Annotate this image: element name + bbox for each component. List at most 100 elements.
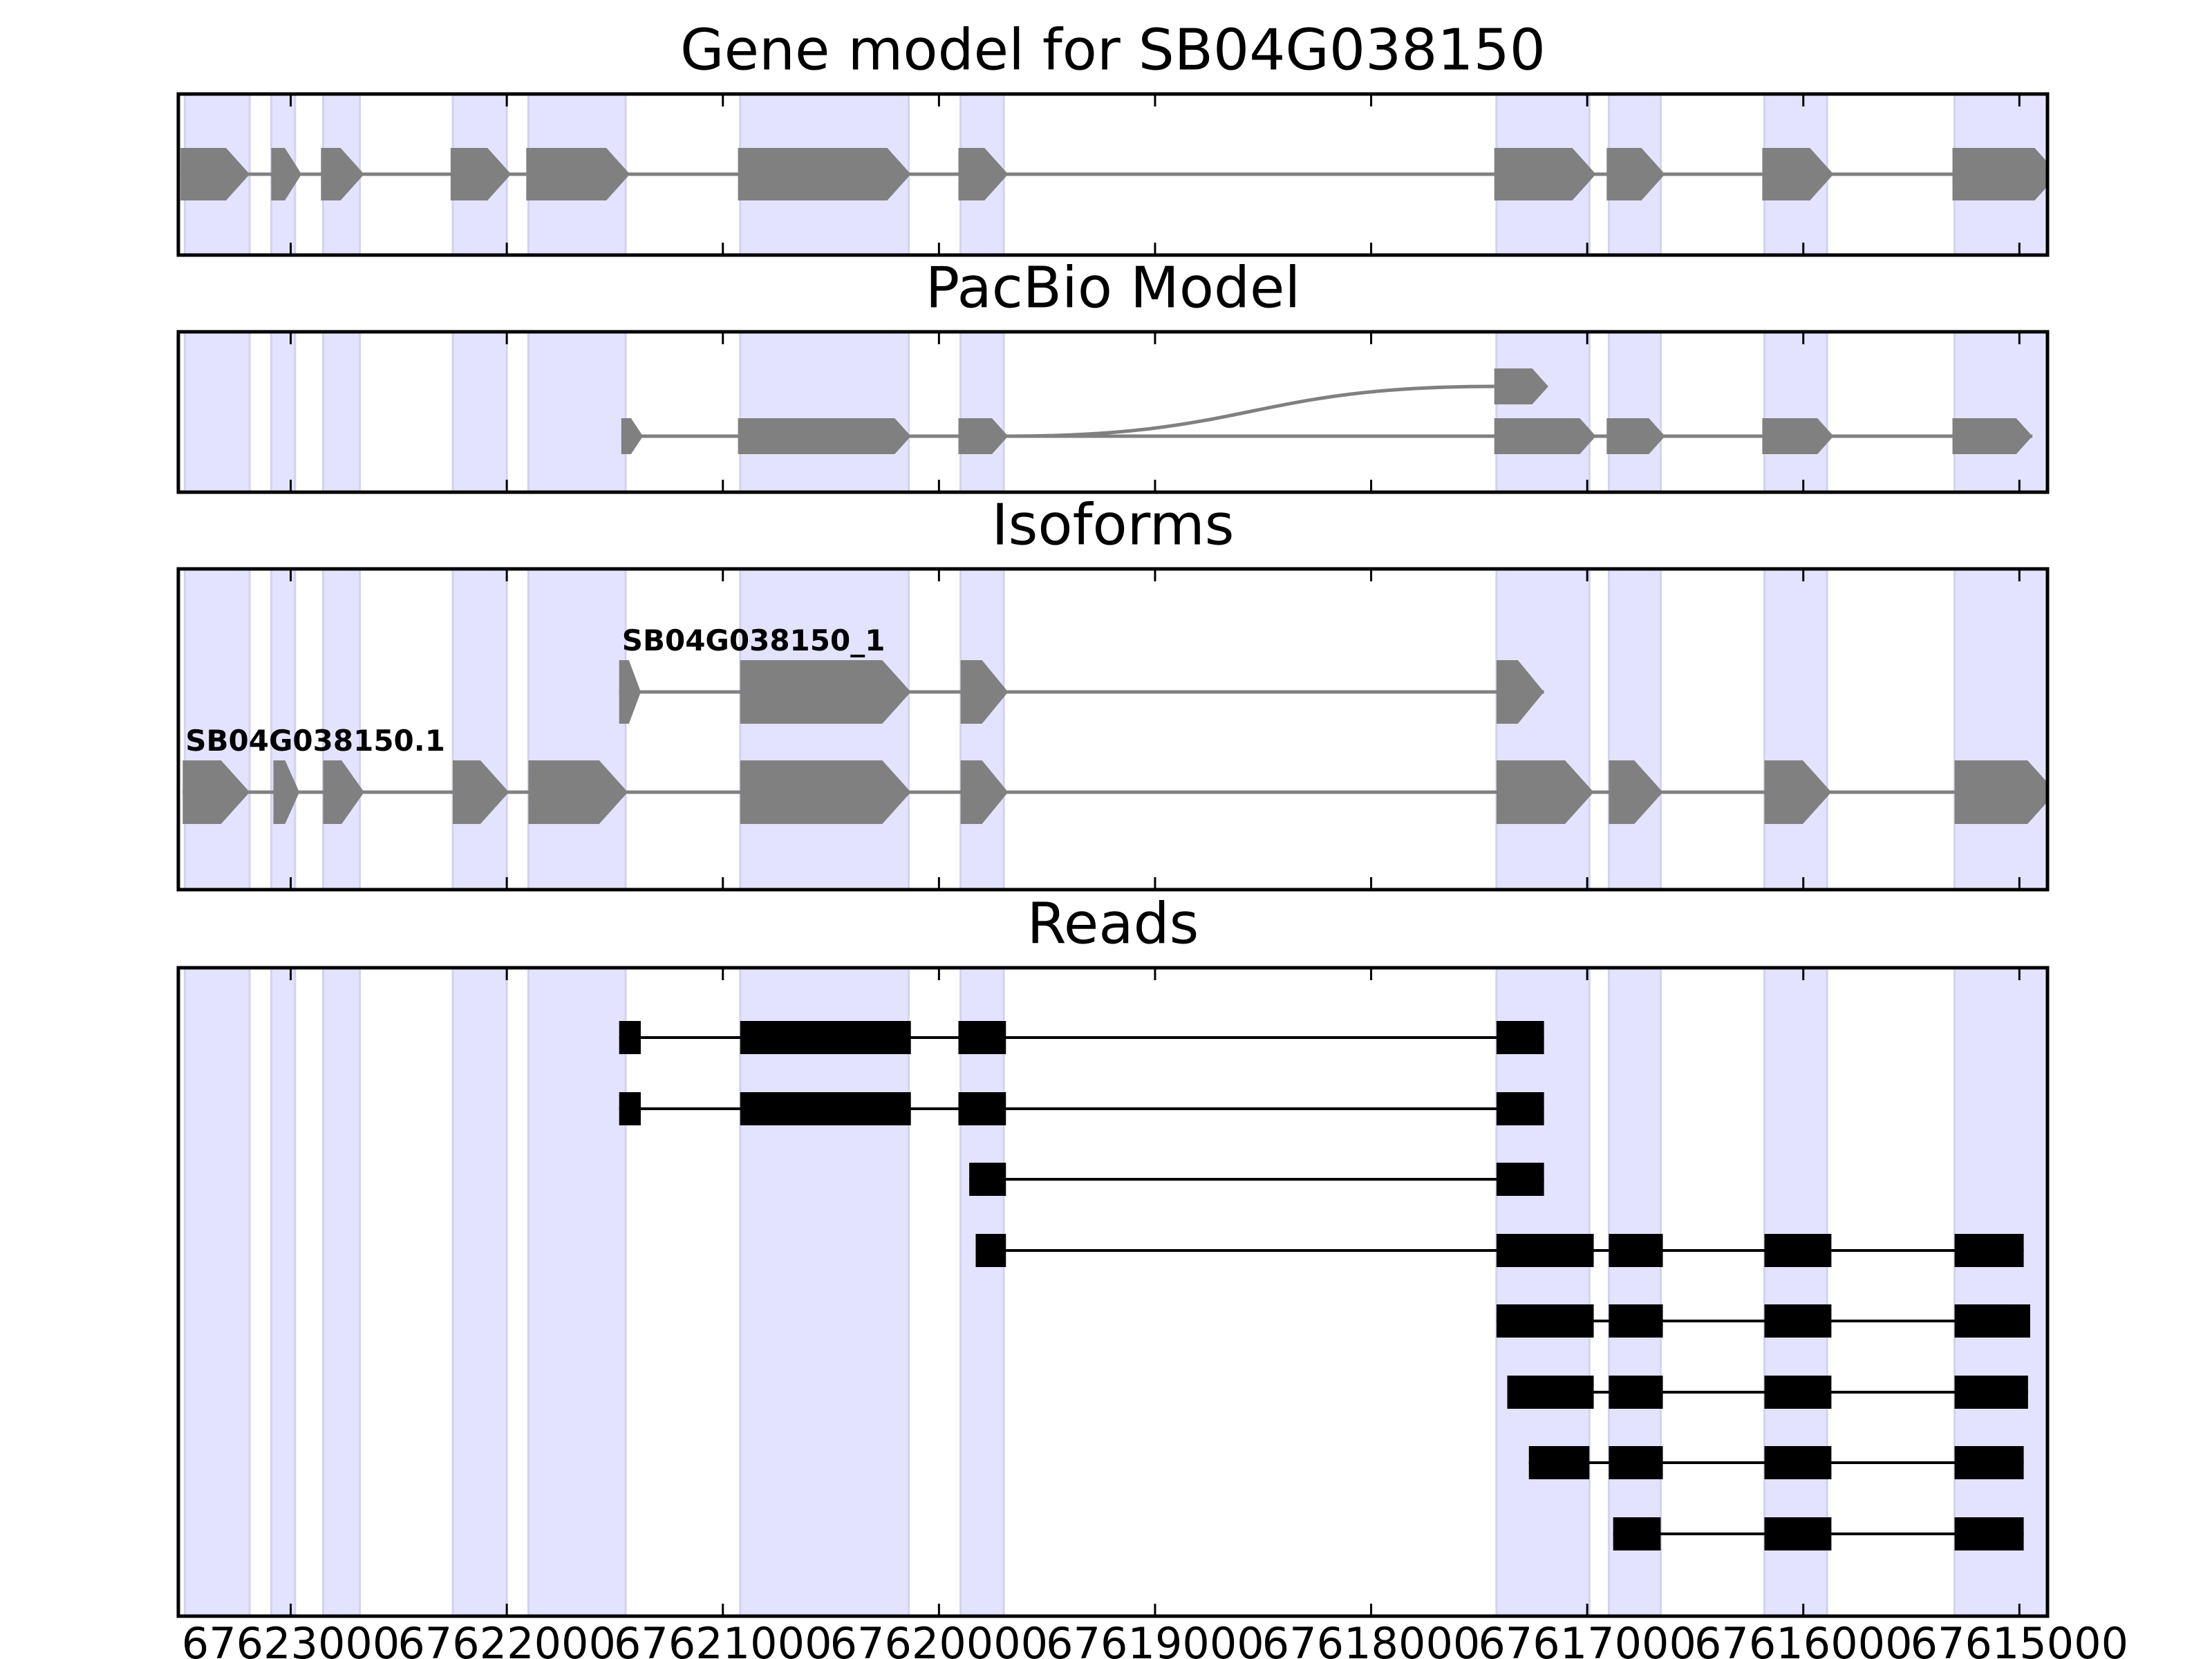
plot-area bbox=[182, 569, 2047, 890]
exon-highlight-band bbox=[1763, 332, 1828, 492]
exon-arrow bbox=[528, 760, 628, 824]
exon-highlight-band bbox=[451, 332, 508, 492]
exon-arrow bbox=[740, 660, 911, 724]
exon-highlight-band bbox=[1763, 569, 1828, 890]
exon-arrow bbox=[271, 148, 302, 200]
read-exon bbox=[1954, 1304, 2030, 1338]
exon-arrow bbox=[1496, 760, 1594, 824]
plot-area bbox=[180, 94, 2047, 255]
exon-highlight-band bbox=[1495, 968, 1591, 1616]
exon-highlight-band bbox=[1953, 968, 2047, 1616]
exon-highlight-band bbox=[270, 968, 297, 1616]
read-exon bbox=[740, 1021, 911, 1054]
splice-junction-curve bbox=[1008, 384, 1494, 438]
panel-title: Isoforms bbox=[992, 492, 1235, 558]
exon-arrow bbox=[740, 760, 911, 824]
x-tick-label: 67615000 bbox=[1911, 1618, 2129, 1659]
exon-arrow bbox=[273, 760, 300, 824]
exon-arrow bbox=[1952, 148, 2047, 200]
exon-highlight-band bbox=[527, 332, 627, 492]
exon-arrow bbox=[1494, 148, 1596, 200]
read-exon bbox=[1764, 1234, 1832, 1267]
exon-arrow bbox=[1609, 760, 1663, 824]
exon-highlight-band bbox=[321, 332, 362, 492]
read-exon bbox=[958, 1021, 1006, 1054]
exon-arrow bbox=[1762, 148, 1834, 200]
x-tick-label: 67621000 bbox=[614, 1618, 832, 1659]
read-exon bbox=[1496, 1304, 1594, 1338]
read-exon bbox=[1764, 1446, 1832, 1479]
read-exon bbox=[958, 1092, 1006, 1125]
x-tick-label: 67616000 bbox=[1694, 1618, 1913, 1659]
read-exon bbox=[969, 1163, 1006, 1196]
exon-arrow bbox=[1954, 760, 2047, 824]
read-exon bbox=[1764, 1376, 1832, 1409]
panel-frame bbox=[176, 330, 2050, 494]
panel-title: Gene model for SB04G038150 bbox=[680, 17, 1546, 83]
read-exon bbox=[1764, 1304, 1832, 1338]
exon-highlight-band bbox=[183, 569, 251, 890]
exon-highlight-band bbox=[739, 569, 910, 890]
panel-title: PacBio Model bbox=[926, 255, 1301, 321]
exon-arrow bbox=[1606, 148, 1665, 200]
read-exon bbox=[1954, 1446, 2024, 1479]
panel-frame bbox=[176, 92, 2050, 257]
exon-arrow bbox=[450, 148, 512, 200]
read-exon bbox=[1496, 1021, 1544, 1054]
exon-highlight-band bbox=[1495, 569, 1591, 890]
panel-title: Reads bbox=[1027, 891, 1199, 957]
exon-arrow bbox=[321, 148, 364, 200]
x-tick-label: 67617000 bbox=[1478, 1618, 1696, 1659]
plot-area bbox=[183, 332, 2047, 492]
x-tick-label: 67619000 bbox=[1046, 1618, 1264, 1659]
read-exon bbox=[1764, 1517, 1832, 1550]
exon-arrow bbox=[958, 148, 1009, 200]
x-tick-label: 67620000 bbox=[830, 1618, 1049, 1659]
read-exon bbox=[1496, 1234, 1594, 1267]
exon-highlight-band bbox=[527, 968, 627, 1616]
read-exon bbox=[1528, 1446, 1590, 1479]
read-exon bbox=[1496, 1163, 1544, 1196]
exon-highlight-band bbox=[527, 569, 627, 890]
exon-highlight-band bbox=[183, 968, 251, 1616]
read-exon bbox=[1954, 1234, 2024, 1267]
exon-arrow bbox=[958, 418, 1009, 454]
read-exon bbox=[740, 1092, 911, 1125]
x-tick-label: 67623000 bbox=[182, 1618, 400, 1659]
read-exon bbox=[1609, 1446, 1663, 1479]
exon-highlight-band bbox=[1607, 968, 1662, 1616]
panel-gene-model: Gene model for SB04G038150 bbox=[176, 17, 2050, 257]
exon-arrow bbox=[1496, 660, 1544, 724]
exon-arrow bbox=[960, 660, 1009, 724]
read-exon bbox=[1613, 1517, 1661, 1550]
exon-arrow bbox=[1762, 418, 1834, 454]
isoform-label: SB04G038150_1 bbox=[622, 624, 885, 657]
read-exon bbox=[619, 1092, 641, 1125]
exon-highlight-band bbox=[321, 968, 362, 1616]
read-exon bbox=[1954, 1517, 2024, 1550]
read-exon bbox=[1954, 1376, 2028, 1409]
exon-arrow bbox=[323, 760, 364, 824]
exon-highlight-band bbox=[1953, 569, 2047, 890]
exon-arrow bbox=[621, 418, 644, 454]
exon-highlight-band bbox=[739, 332, 910, 492]
exon-arrow bbox=[1494, 418, 1596, 454]
read-exon bbox=[1609, 1376, 1663, 1409]
exon-arrow bbox=[1494, 368, 1548, 404]
exon-arrow bbox=[738, 418, 911, 454]
exon-arrow bbox=[1606, 418, 1665, 454]
panel-pacbio-model: PacBio Model bbox=[176, 255, 2050, 494]
read-exon bbox=[975, 1234, 1006, 1267]
exon-highlight-band bbox=[959, 968, 1005, 1616]
exon-highlight-band bbox=[451, 569, 508, 890]
exon-arrow bbox=[182, 760, 250, 824]
exon-arrow bbox=[453, 760, 509, 824]
exon-arrow bbox=[1952, 418, 2033, 454]
panel-frame bbox=[176, 567, 2050, 892]
exon-highlight-band bbox=[1607, 569, 1662, 890]
read-exon bbox=[1609, 1234, 1663, 1267]
exon-highlight-band bbox=[451, 968, 508, 1616]
panel-frame bbox=[176, 966, 2050, 1618]
